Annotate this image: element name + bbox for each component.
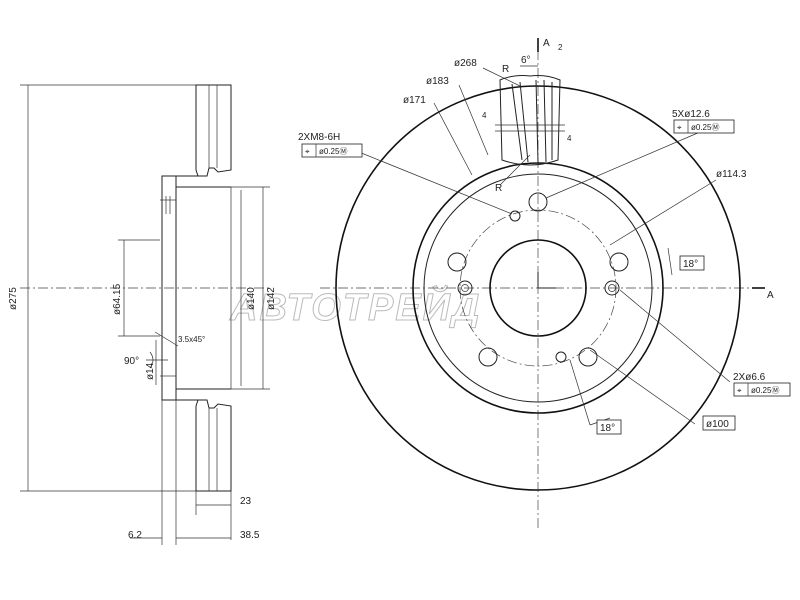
pin-holes-label: 2Xø6.6 xyxy=(733,372,766,383)
vane-r-top: R xyxy=(502,64,509,75)
section-mark-top: A xyxy=(543,38,550,49)
vane-dim-4-left: 4 xyxy=(482,111,487,120)
wheel-bolt-holes xyxy=(447,192,629,367)
dim-vane-angle: 6° xyxy=(521,55,531,66)
dim-171: ø171 xyxy=(403,95,426,106)
pin-tol-value: ø0.25Ⓜ xyxy=(751,386,779,395)
section-mark-right: A xyxy=(767,290,774,301)
dim-angle: 90° xyxy=(124,356,139,367)
watermark: АВТОТРЕЙД xyxy=(229,284,481,329)
dim-183: ø183 xyxy=(426,76,449,87)
pin-tol-symbol: ⌖ xyxy=(737,386,742,395)
dim-hub-bore: ø64.15 xyxy=(112,283,123,315)
dim-offset: 38.5 xyxy=(240,530,260,541)
dim-hat-thk: 6.2 xyxy=(128,530,142,541)
dim-100: ø100 xyxy=(706,419,729,430)
pcd-label: ø114.3 xyxy=(716,169,747,180)
vane-detail xyxy=(495,65,565,166)
threaded-holes xyxy=(457,280,620,296)
dim-hat-140: ø140 xyxy=(246,287,257,310)
angle-upper: 18° xyxy=(683,259,698,270)
hat-inner-ring xyxy=(423,173,653,403)
pin-holes xyxy=(509,210,567,363)
dim-268: ø268 xyxy=(454,58,477,69)
vane-dim-4-right: 4 xyxy=(567,134,572,143)
dim-chamfer: 3.5x45° xyxy=(178,335,205,344)
thread-tol-value: ø0.25Ⓜ xyxy=(319,147,347,156)
bolt-tol-symbol: ⌖ xyxy=(677,123,682,132)
bolt-pcd-circle xyxy=(459,209,617,367)
dim-overall-dia: ø275 xyxy=(8,287,19,310)
bolt-tol-value: ø0.25Ⓜ xyxy=(691,123,719,132)
dim-thickness: 23 xyxy=(240,496,252,507)
disc-outer-edge xyxy=(335,85,741,491)
thread-tol-symbol: ⌖ xyxy=(305,147,310,156)
angle-lower: 18° xyxy=(600,423,615,434)
bolt-holes-label: 5Xø12.6 xyxy=(672,109,710,120)
dim-hat-142: ø142 xyxy=(266,287,277,310)
front-view: A 2 A ø268 ø183 ø171 6° R R 4 4 2XM8-6H … xyxy=(298,38,791,530)
dim-ring14: ø14 xyxy=(145,362,156,380)
friction-ring-section xyxy=(195,84,232,177)
center-bore xyxy=(489,239,587,337)
thread-holes-label: 2XM8-6H xyxy=(298,132,340,143)
friction-ring-section-lower xyxy=(195,399,232,492)
section-mark-sub: 2 xyxy=(558,43,563,52)
vane-r-bottom: R xyxy=(495,183,502,194)
side-section-view: ø275 ø64.15 ø140 ø142 3.5x45° 90° ø14 23… xyxy=(8,84,277,545)
